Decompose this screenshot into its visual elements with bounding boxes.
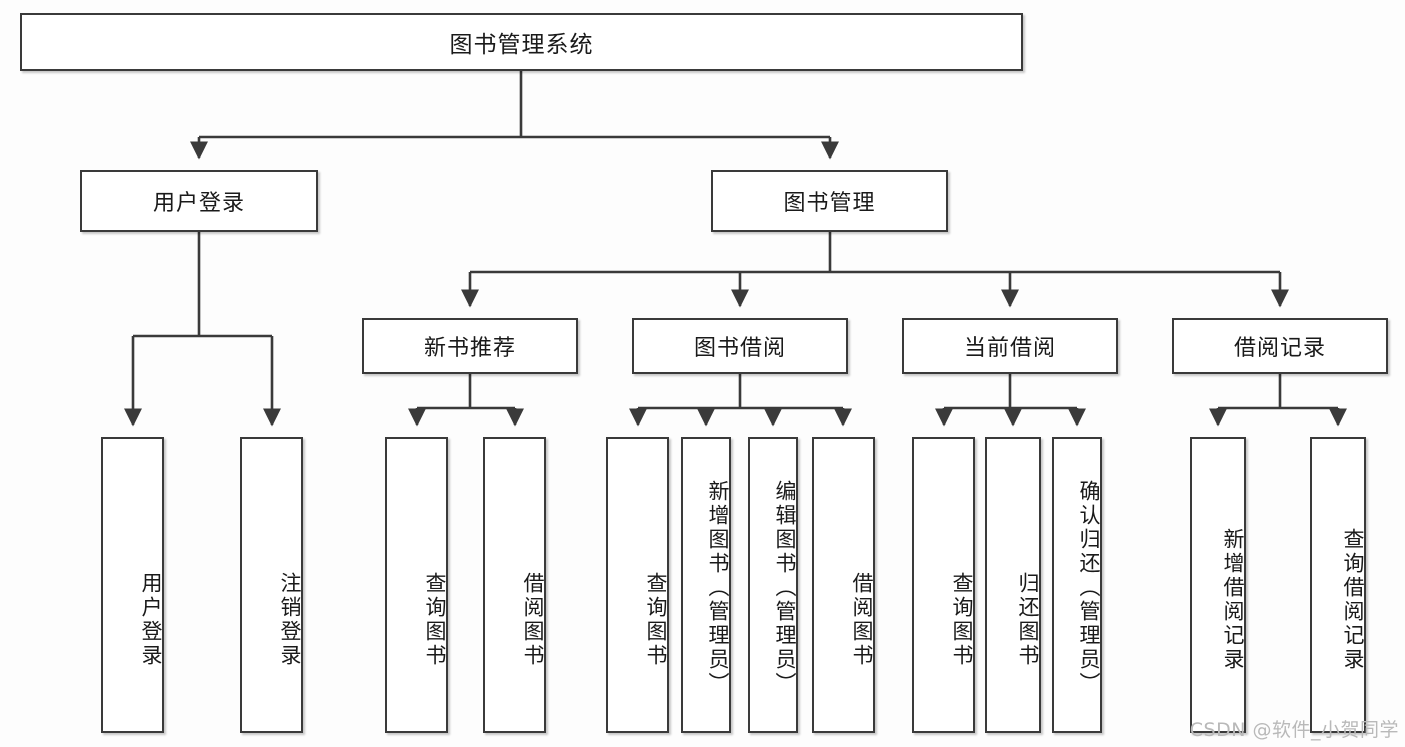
node-leaf-return-book-label: 归还图书 bbox=[1016, 572, 1040, 668]
node-leaf-user-login-label: 用户登录 bbox=[139, 572, 163, 668]
node-current-borrow-label: 当前借阅 bbox=[963, 336, 1056, 361]
node-leaf-borrow-book-1[interactable]: 借阅图书 bbox=[483, 437, 546, 733]
node-leaf-borrow-book-2[interactable]: 借阅图书 bbox=[812, 437, 875, 733]
node-leaf-query-book-3[interactable]: 查询图书 bbox=[912, 437, 975, 733]
node-leaf-add-book-admin-label: 新增图书（管理员） bbox=[706, 480, 730, 696]
node-leaf-query-book-3-label: 查询图书 bbox=[950, 572, 974, 668]
node-user-login[interactable]: 用户登录 bbox=[80, 170, 318, 232]
node-leaf-edit-book-admin[interactable]: 编辑图书（管理员） bbox=[748, 437, 798, 733]
node-leaf-query-book-1-label: 查询图书 bbox=[423, 572, 447, 668]
node-leaf-user-logout-label: 注销登录 bbox=[278, 572, 302, 668]
node-book-borrow[interactable]: 图书借阅 bbox=[632, 318, 848, 374]
node-current-borrow[interactable]: 当前借阅 bbox=[902, 318, 1118, 374]
node-leaf-user-login[interactable]: 用户登录 bbox=[101, 437, 164, 733]
node-borrow-record-label: 借阅记录 bbox=[1233, 336, 1326, 361]
node-leaf-add-book-admin[interactable]: 新增图书（管理员） bbox=[681, 437, 731, 733]
node-leaf-add-borrow-record-label: 新增借阅记录 bbox=[1221, 528, 1245, 672]
node-leaf-query-book-2[interactable]: 查询图书 bbox=[606, 437, 669, 733]
node-leaf-add-borrow-record[interactable]: 新增借阅记录 bbox=[1190, 437, 1246, 733]
node-book-borrow-label: 图书借阅 bbox=[693, 336, 786, 361]
node-borrow-record[interactable]: 借阅记录 bbox=[1172, 318, 1388, 374]
node-leaf-query-borrow-record[interactable]: 查询借阅记录 bbox=[1310, 437, 1366, 733]
node-user-login-label: 用户登录 bbox=[152, 191, 245, 216]
node-leaf-user-logout[interactable]: 注销登录 bbox=[240, 437, 303, 733]
node-leaf-confirm-return-admin-label: 确认归还（管理员） bbox=[1077, 480, 1101, 696]
node-new-book-recommend-label: 新书推荐 bbox=[423, 336, 516, 361]
node-leaf-query-borrow-record-label: 查询借阅记录 bbox=[1341, 528, 1365, 672]
node-new-book-recommend[interactable]: 新书推荐 bbox=[362, 318, 578, 374]
node-leaf-return-book[interactable]: 归还图书 bbox=[985, 437, 1041, 733]
node-leaf-edit-book-admin-label: 编辑图书（管理员） bbox=[773, 480, 797, 696]
node-leaf-borrow-book-1-label: 借阅图书 bbox=[521, 572, 545, 668]
node-root[interactable]: 图书管理系统 bbox=[20, 13, 1023, 71]
node-book-manage[interactable]: 图书管理 bbox=[711, 170, 948, 232]
node-leaf-borrow-book-2-label: 借阅图书 bbox=[850, 572, 874, 668]
node-leaf-confirm-return-admin[interactable]: 确认归还（管理员） bbox=[1052, 437, 1102, 733]
csdn-watermark: CSDN @软件_小贺同学 bbox=[1189, 719, 1399, 741]
node-leaf-query-book-1[interactable]: 查询图书 bbox=[385, 437, 448, 733]
node-leaf-query-book-2-label: 查询图书 bbox=[644, 572, 668, 668]
node-root-label: 图书管理系统 bbox=[449, 32, 594, 58]
node-book-manage-label: 图书管理 bbox=[783, 191, 876, 216]
